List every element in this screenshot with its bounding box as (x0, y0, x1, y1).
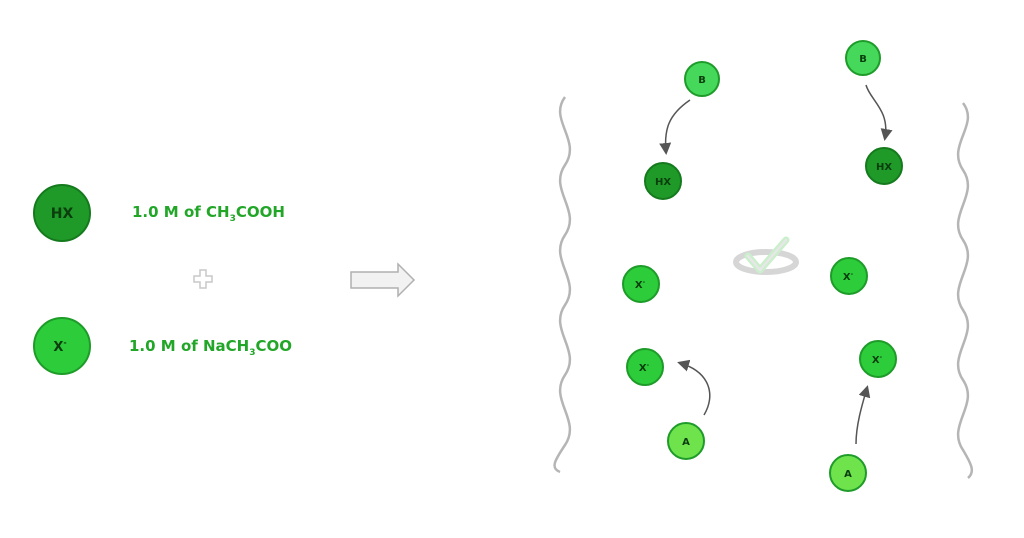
left-wavy-bracket (553, 96, 572, 474)
svg-text:A: A (844, 469, 852, 480)
svg-text:B: B (698, 75, 706, 86)
right-wavy-bracket (956, 102, 974, 479)
hx-molecule: HX (644, 162, 682, 200)
x-ion: X- (859, 340, 897, 378)
base-molecule: B (845, 40, 881, 76)
svg-text:HX: HX (876, 162, 892, 173)
hx-molecule: HX (865, 147, 903, 185)
svg-text:X-: X- (872, 354, 883, 366)
acid-molecule: A (829, 454, 867, 492)
svg-text:X-: X- (843, 271, 854, 283)
legend-x-label: 1.0 M of NaCH3COO (129, 337, 293, 358)
plus-icon (193, 269, 213, 289)
svg-text:X-: X- (639, 362, 650, 374)
check-mark-icon (733, 236, 799, 275)
svg-text:HX: HX (655, 177, 671, 188)
x-ion: X- (622, 265, 660, 303)
right-arrow-icon (350, 262, 416, 298)
arrow-b1-to-hx1 (659, 99, 691, 155)
legend-hx-label: 1.0 M of CH3COOH (132, 203, 285, 224)
x-ion: X- (830, 257, 868, 295)
svg-text:X-: X- (635, 279, 646, 291)
acid-molecule: A (667, 422, 705, 460)
legend-x-ion: X- (33, 317, 91, 375)
legend-hx-symbol: HX (51, 206, 74, 222)
svg-text:A: A (682, 437, 690, 448)
legend-x-text: X- (53, 338, 66, 355)
base-molecule: B (684, 61, 720, 97)
legend-hx-molecule: HX (33, 184, 91, 242)
svg-text:B: B (859, 54, 867, 65)
arrow-b2-to-hx2 (865, 84, 893, 141)
x-ion: X- (626, 348, 664, 386)
arrow-a1-to-x3 (677, 359, 711, 416)
arrow-a2-to-x4 (855, 385, 871, 445)
